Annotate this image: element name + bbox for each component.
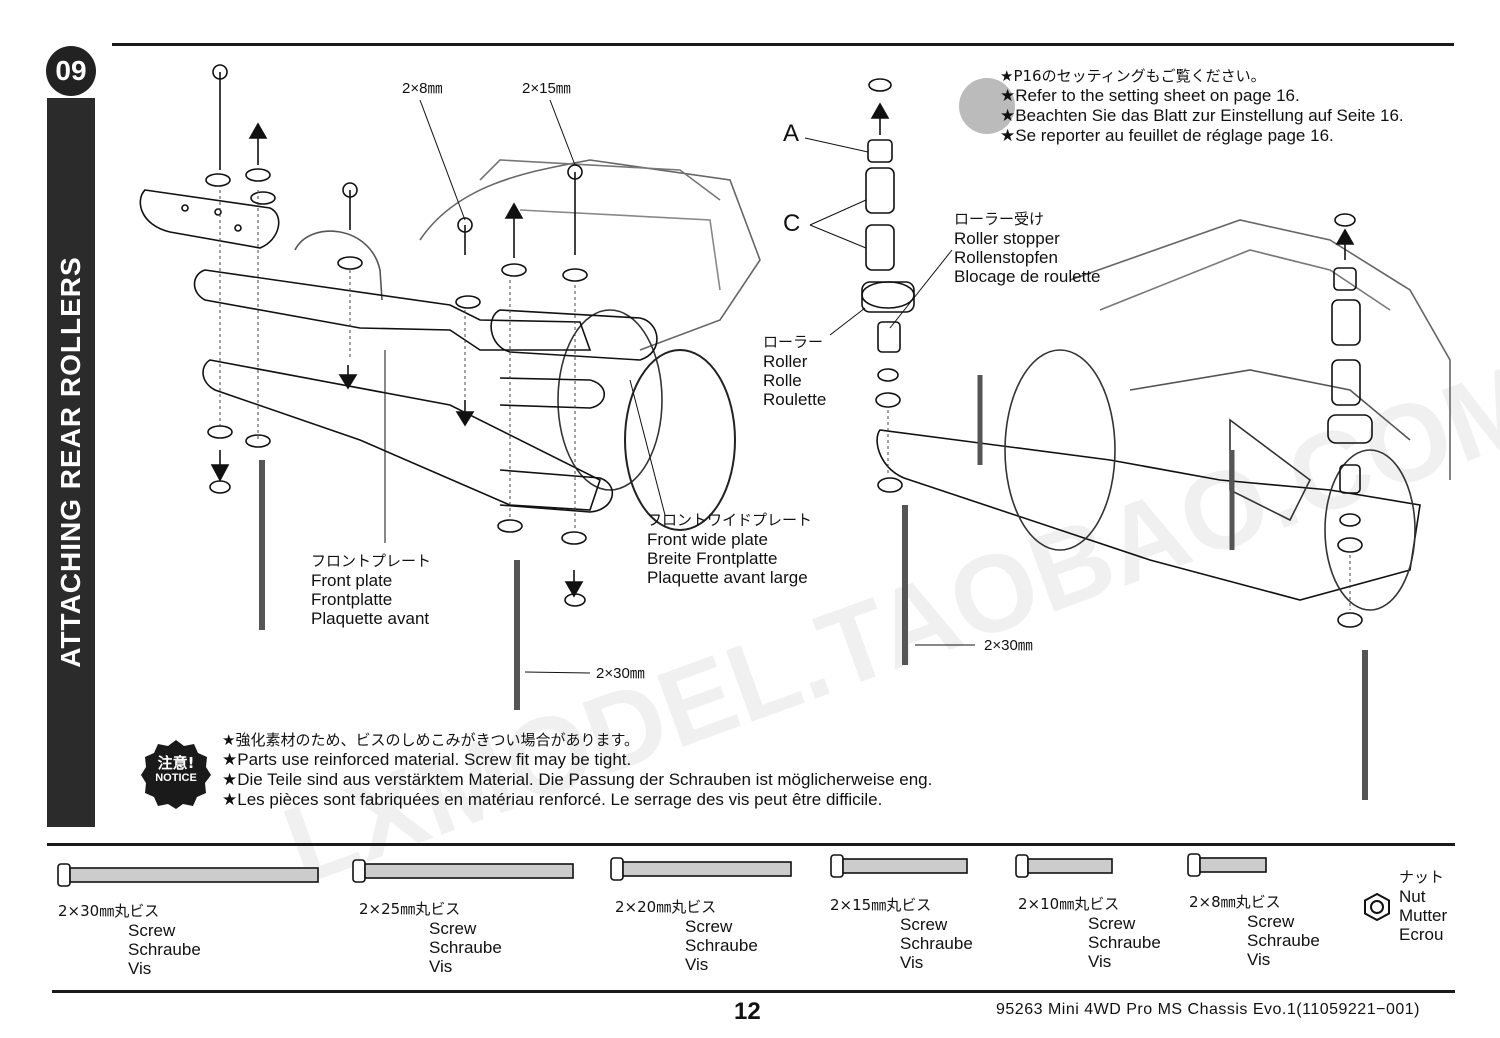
parts-bottom-rule: [52, 990, 1455, 993]
step-title-bar: [47, 98, 95, 827]
part-de: Mutter: [1399, 906, 1448, 925]
refer-note-de: ★Beachten Sie das Blatt zur Einstellung …: [1000, 106, 1404, 125]
part-jp: 2×8㎜丸ビス: [1189, 893, 1281, 911]
part-en: Screw: [128, 921, 176, 940]
label-screw-2x15: 2×15㎜: [522, 80, 571, 97]
part-label-2x8: 2×8㎜丸ビス Screw Schraube Vis: [1189, 893, 1320, 969]
part-fr: Vis: [900, 953, 924, 972]
refer-note-fr: ★Se reporter au feuillet de réglage page…: [1000, 126, 1334, 145]
part-en: Nut: [1399, 887, 1426, 906]
part-fr: Vis: [1247, 950, 1271, 969]
part-label-2x20: 2×20㎜丸ビス Screw Schraube Vis: [615, 898, 758, 974]
part-fr: Vis: [1088, 952, 1112, 971]
part-label-2x30: 2×30㎜丸ビス Screw Schraube Vis: [58, 902, 201, 978]
label-front-wide-plate-de: Breite Frontplatte: [647, 549, 778, 568]
part-label-2x15: 2×15㎜丸ビス Screw Schraube Vis: [830, 896, 973, 972]
label-c: C: [783, 210, 801, 237]
page-number: 12: [734, 998, 761, 1025]
part-de: Schraube: [128, 940, 201, 959]
refer-note-jp: ★P16のセッティングもご覧ください。: [1000, 67, 1266, 85]
refer-note-en: ★Refer to the setting sheet on page 16.: [1000, 86, 1300, 105]
label-front-wide-plate-en: Front wide plate: [647, 530, 768, 549]
label-roller-fr: Roulette: [763, 390, 827, 409]
part-fr: Vis: [429, 957, 453, 976]
nut-icon: [1364, 893, 1390, 921]
top-rule: [112, 43, 1454, 46]
notice-text: ★強化素材のため、ビスのしめこみがきつい場合があります。 ★Parts use …: [222, 730, 932, 810]
label-front-plate: フロントプレート Front plate Frontplatte Plaquet…: [311, 552, 431, 628]
part-jp: 2×15㎜丸ビス: [830, 896, 932, 914]
label-front-plate-de: Frontplatte: [311, 590, 393, 609]
left-assembly-diagram: [139, 64, 761, 710]
label-roller-stopper-en: Roller stopper: [954, 229, 1060, 248]
part-en: Screw: [1088, 914, 1136, 933]
label-a: A: [783, 120, 800, 147]
part-label-2x10: 2×10㎜丸ビス Screw Schraube Vis: [1018, 895, 1161, 971]
parts-screws-drawing: [57, 853, 1267, 887]
step-title: ATTACHING REAR ROLLERS: [55, 256, 86, 668]
label-roller-stopper-fr: Blocage de roulette: [954, 267, 1101, 286]
label-roller-stopper-jp: ローラー受け: [954, 210, 1045, 228]
notice-jp: ★強化素材のため、ビスのしめこみがきつい場合があります。: [222, 731, 639, 749]
part-jp: 2×10㎜丸ビス: [1018, 895, 1120, 913]
right-assembly-diagram: [804, 78, 1451, 800]
step-number-badge: 09: [46, 46, 96, 96]
label-roller-stopper: ローラー受け Roller stopper Rollenstopfen Bloc…: [954, 210, 1101, 286]
part-fr: Ecrou: [1399, 925, 1444, 944]
part-de: Schraube: [685, 936, 758, 955]
label-roller-stopper-de: Rollenstopfen: [954, 248, 1058, 267]
refer-stamp-icon: [959, 78, 1015, 134]
refer-note: ★P16のセッティングもご覧ください。 ★Refer to the settin…: [1000, 66, 1404, 146]
notice-en: ★Parts use reinforced material. Screw fi…: [222, 750, 632, 769]
part-fr: Vis: [685, 955, 709, 974]
label-right-screw-2x30: 2×30㎜: [984, 637, 1033, 654]
part-en: Screw: [429, 919, 477, 938]
part-label-2x25: 2×25㎜丸ビス Screw Schraube Vis: [359, 900, 502, 976]
label-roller-en: Roller: [763, 352, 808, 371]
notice-fr: ★Les pièces sont fabriquées en matériau …: [222, 790, 883, 809]
label-front-wide-plate: フロントワイドプレート Front wide plate Breite Fron…: [647, 511, 812, 587]
label-front-wide-plate-jp: フロントワイドプレート: [647, 511, 813, 529]
label-left-screw-2x30: 2×30㎜: [596, 665, 645, 682]
label-roller-jp: ローラー: [763, 333, 824, 351]
part-jp: 2×20㎜丸ビス: [615, 898, 717, 916]
part-en: Screw: [1247, 912, 1295, 931]
label-front-plate-en: Front plate: [311, 571, 393, 590]
label-roller-de: Rolle: [763, 371, 802, 390]
label-screw-2x8: 2×8㎜: [402, 80, 443, 97]
part-jp: 2×25㎜丸ビス: [359, 900, 461, 918]
label-roller: ローラー Roller Rolle Roulette: [763, 333, 826, 409]
part-jp: ナット: [1399, 868, 1445, 886]
model-footer: 95263 Mini 4WD Pro MS Chassis Evo.1(1105…: [996, 1001, 1420, 1018]
part-de: Schraube: [900, 934, 973, 953]
label-front-plate-fr: Plaquette avant: [311, 609, 430, 628]
notice-badge-icon: [141, 740, 211, 809]
part-de: Schraube: [1088, 933, 1161, 952]
part-fr: Vis: [128, 959, 152, 978]
notice-badge-en: NOTICE: [155, 772, 197, 784]
part-en: Screw: [685, 917, 733, 936]
notice-de: ★Die Teile sind aus verstärktem Material…: [222, 770, 933, 789]
part-de: Schraube: [429, 938, 502, 957]
label-front-plate-jp: フロントプレート: [311, 552, 432, 570]
notice-badge-jp: 注意!: [157, 754, 195, 772]
part-jp: 2×30㎜丸ビス: [58, 902, 160, 920]
part-label-nut: ナット Nut Mutter Ecrou: [1399, 868, 1447, 944]
parts-top-rule: [47, 843, 1455, 846]
part-de: Schraube: [1247, 931, 1320, 950]
part-en: Screw: [900, 915, 948, 934]
label-front-wide-plate-fr: Plaquette avant large: [647, 568, 808, 587]
